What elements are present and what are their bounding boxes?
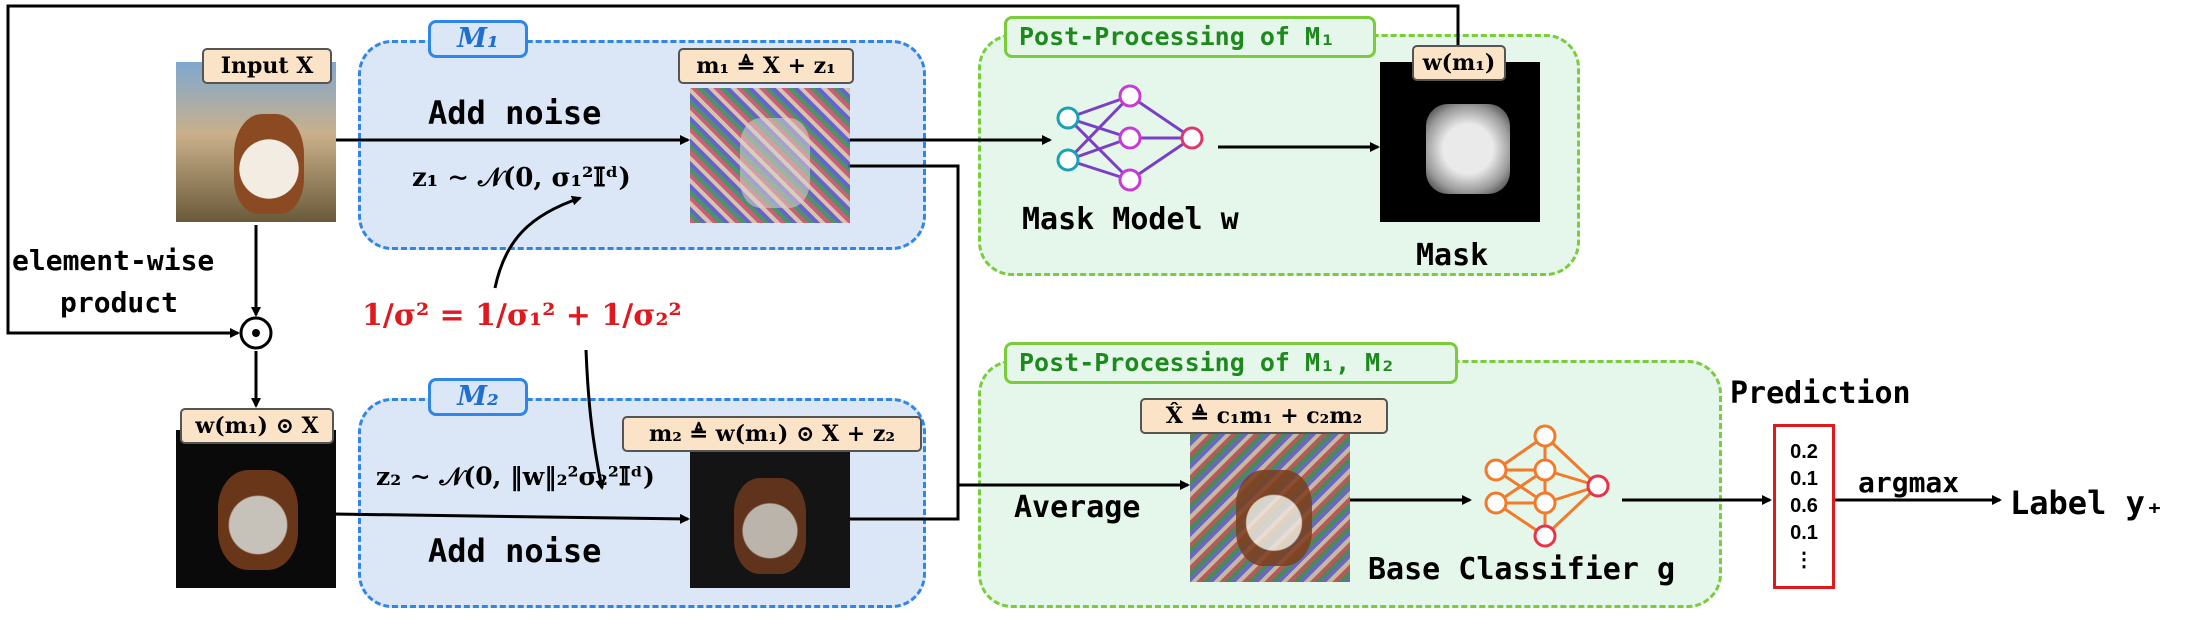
mask-chip: w(m₁) <box>1412 45 1506 81</box>
mask-model-label: Mask Model w <box>1022 202 1239 237</box>
output-label: Label y₊ <box>2010 484 2165 522</box>
m1-noise-formula: z₁ ∼ 𝒩(0, σ₁²𝕀ᵈ) <box>412 163 631 193</box>
m1-tag: M₁ <box>428 20 528 58</box>
masked-input-chip: w(m₁) ⊙ X <box>180 408 334 444</box>
element-wise-label-line2: product <box>60 286 179 319</box>
input-chip: Input X <box>202 48 332 84</box>
prediction-vector: 0.2 0.1 0.6 0.1 ⋮ <box>1773 424 1835 589</box>
prediction-value: 0.6 <box>1790 495 1818 517</box>
averaged-image <box>1190 430 1350 582</box>
m2-noisy-image <box>690 452 850 588</box>
average-label: Average <box>1014 490 1141 525</box>
m1-noisy-image <box>690 88 850 223</box>
m2-tag: M₂ <box>428 378 528 416</box>
arrow-mask-feedback-loop <box>6 4 1460 338</box>
m1-image-chip: m₁ ≜ X + z₁ <box>678 48 854 84</box>
prediction-value: 0.1 <box>1790 522 1818 544</box>
m1-add-noise-label: Add noise <box>428 94 602 132</box>
mask-label: Mask <box>1416 238 1489 273</box>
prediction-value: ⋮ <box>1794 549 1814 571</box>
arrow-sigma-to-m1 <box>493 195 582 289</box>
neural-network-icon-orange <box>1484 424 1610 548</box>
prediction-value: 0.2 <box>1790 441 1818 463</box>
arrow-sigma-to-m2 <box>584 349 606 490</box>
prediction-label: Prediction <box>1730 376 1911 411</box>
m2-image-chip: m₂ ≜ w(m₁) ⊙ X + z₂ <box>622 416 922 452</box>
post-processing-m1-tag: Post-Processing of M₁ <box>1004 16 1376 58</box>
sigma-equation: 1/σ² = 1/σ₁² + 1/σ₂² <box>362 298 682 333</box>
line-m1-to-average <box>848 164 960 485</box>
m2-add-noise-label: Add noise <box>428 532 602 570</box>
element-wise-label-line1: element-wise <box>12 244 215 277</box>
base-classifier-label: Base Classifier g <box>1368 552 1676 587</box>
xhat-chip: X̂ ≜ c₁m₁ + c₂m₂ <box>1140 398 1388 434</box>
prediction-value: 0.1 <box>1790 468 1818 490</box>
m2-noise-formula: z₂ ∼ 𝒩(0, ‖w‖₂²σ₂²𝕀ᵈ) <box>376 462 655 491</box>
masked-input-image <box>176 430 336 588</box>
neural-network-icon-purple <box>1056 84 1204 192</box>
argmax-label: argmax <box>1858 466 1960 499</box>
input-image <box>176 62 336 222</box>
arrow-masked-to-m2 <box>332 512 690 524</box>
post-processing-m1-m2-tag: Post-Processing of M₁, M₂ <box>1004 342 1458 384</box>
mask-image <box>1380 62 1540 222</box>
arrow-to-average-image <box>848 480 1190 521</box>
